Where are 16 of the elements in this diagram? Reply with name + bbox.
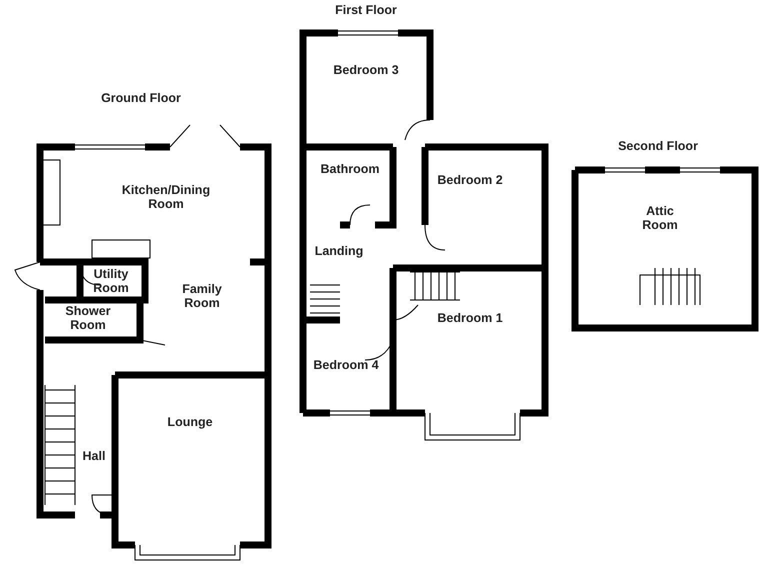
room-label: Family Room — [181, 282, 223, 310]
floor-title: Second Floor — [618, 139, 698, 153]
room-label: Hall — [82, 449, 106, 463]
room-label: Bedroom 1 — [437, 311, 503, 325]
room-label: Lounge — [167, 415, 213, 429]
room-label: Bedroom 3 — [333, 63, 399, 77]
floor-title: Ground Floor — [101, 91, 181, 105]
room-label: Attic Room — [641, 204, 679, 232]
room-label: Bedroom 2 — [437, 173, 503, 187]
floor-title: First Floor — [335, 3, 397, 17]
room-label: Landing — [314, 244, 364, 258]
room-label: Utility Room — [92, 267, 130, 295]
room-label: Bedroom 4 — [313, 358, 379, 372]
room-label: Bathroom — [320, 162, 380, 176]
room-label: Shower Room — [64, 304, 112, 332]
room-label: Kitchen/Dining Room — [120, 183, 212, 211]
